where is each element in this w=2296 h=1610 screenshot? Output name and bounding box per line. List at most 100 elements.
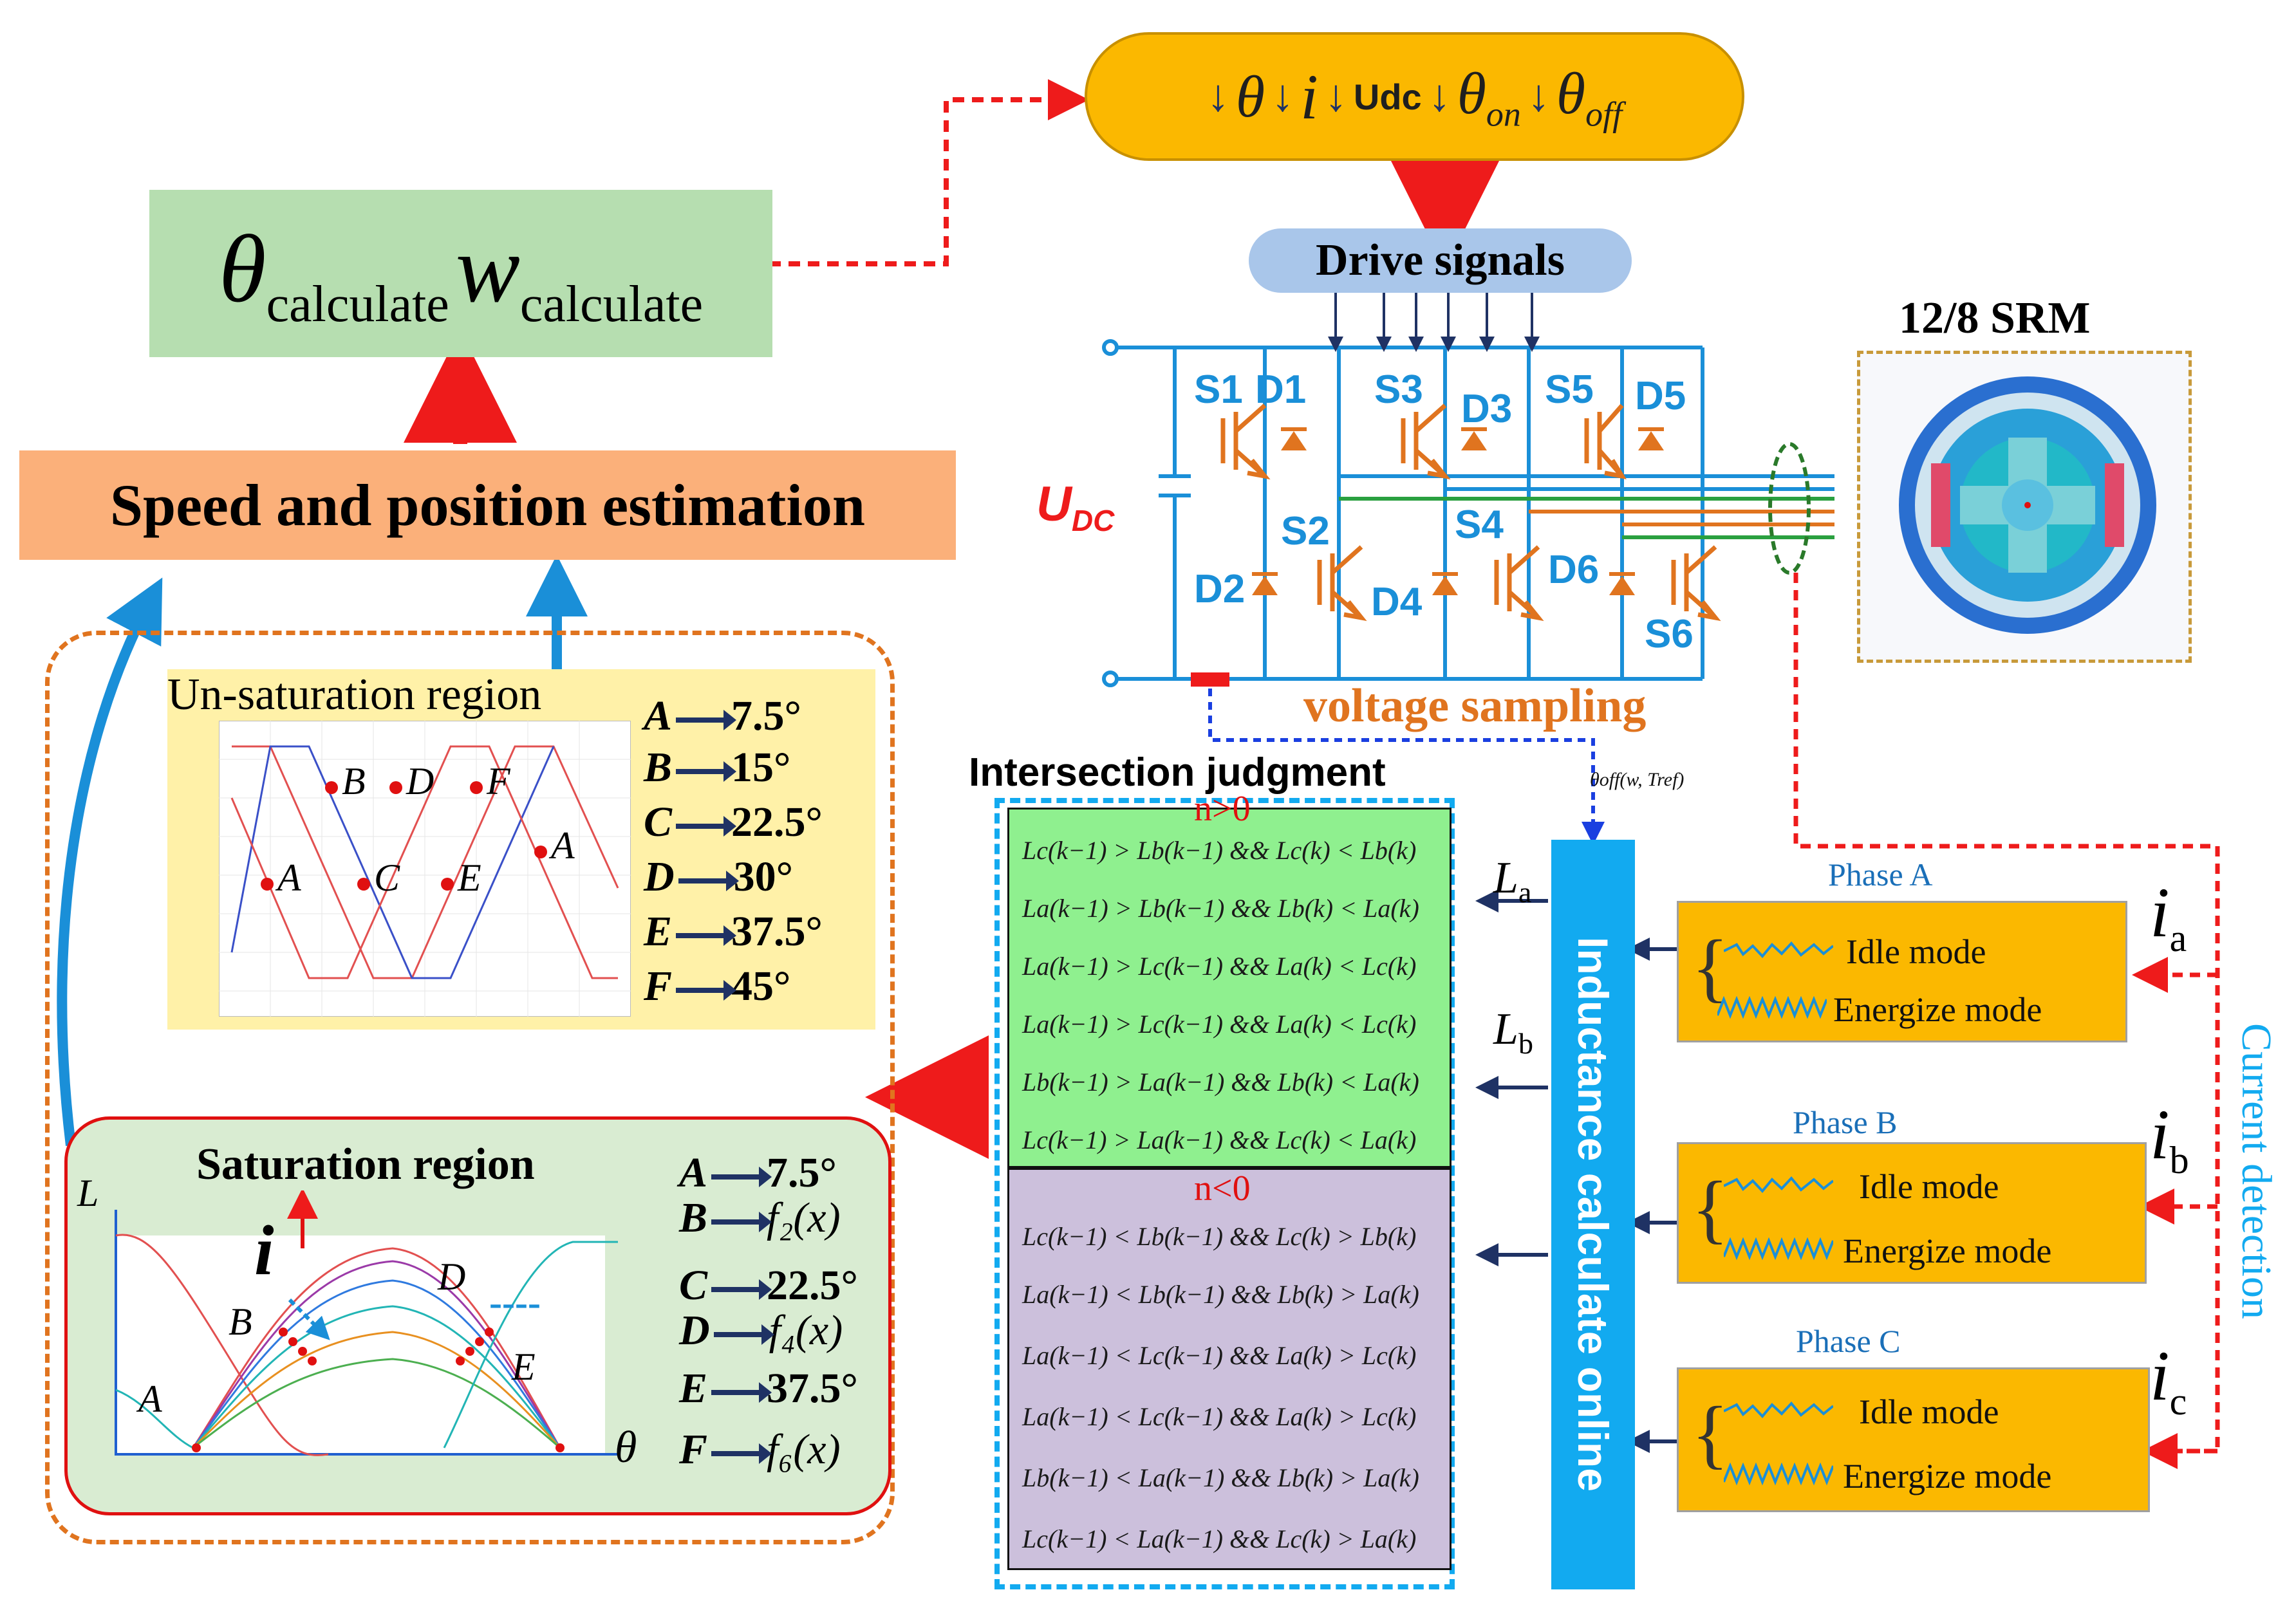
unsat-curve-red2 [230, 745, 618, 979]
rule-neg-4: La(k−1) < Lc(k−1) && La(k) > Lc(k) [1022, 1402, 1417, 1431]
phase-c-box: { Idle mode Energize mode [1677, 1367, 2150, 1512]
down-arrow-icon: ↓ [1324, 71, 1347, 121]
label-s1: S1 [1194, 367, 1243, 412]
phase-b-energize: Energize mode [1843, 1232, 2052, 1270]
point-f: F [470, 759, 510, 804]
down-arrow-icon: ↓ [1271, 71, 1294, 121]
energize-wave-icon [1724, 1463, 1833, 1486]
ia-label: ia [2150, 873, 2187, 959]
label-d3: D3 [1461, 387, 1513, 431]
rule-neg-3: La(k−1) < Lc(k−1) && La(k) > Lc(k) [1022, 1341, 1417, 1370]
down-arrow-icon: ↓ [1527, 71, 1550, 121]
sat-point-e: E [512, 1346, 536, 1388]
unsat-inductance-plot [219, 721, 631, 1017]
feedback-dashed-line [769, 79, 1089, 266]
igbt-set [1220, 403, 1721, 622]
region-container [45, 631, 895, 1544]
diode-set [1252, 427, 1664, 595]
inductance-label: Inductance calculate online [1569, 937, 1617, 1492]
phase-b-title: Phase B [1793, 1104, 1898, 1140]
point-e: E [441, 856, 481, 900]
rule-pos-2: La(k−1) > Lb(k−1) && Lb(k) < La(k) [1022, 894, 1419, 923]
srm-label: 12/8 SRM [1899, 293, 2091, 343]
label-s3: S3 [1374, 367, 1423, 412]
theta-on-symbol: θon [1457, 60, 1521, 134]
la-label: La [1493, 853, 1532, 909]
phase-a-idle: Idle mode [1846, 932, 1986, 971]
brace-icon: { [1692, 924, 1729, 1010]
rule-neg-6: Lc(k−1) < La(k−1) && Lc(k) > La(k) [1022, 1524, 1417, 1553]
n-positive-label: n>0 [1194, 789, 1251, 829]
current-symbol: i [1300, 60, 1318, 133]
label-s5: S5 [1545, 367, 1594, 412]
point-a: A [261, 856, 301, 900]
sat-point-d: D [438, 1255, 466, 1298]
drive-signal-arrows [1328, 293, 1540, 352]
theta-calculate: θcalculate [218, 215, 449, 333]
intersection-title: Intersection judgment [969, 750, 1386, 795]
ic-label: ic [2150, 1337, 2187, 1423]
label-s6: S6 [1645, 612, 1694, 656]
sat-point-b: B [229, 1300, 252, 1343]
sampling-marker [1191, 672, 1229, 687]
label-d1: D1 [1255, 367, 1307, 412]
phase-b-idle: Idle mode [1859, 1167, 1999, 1206]
estimation-box: Speed and position estimation [19, 450, 956, 560]
unsat-curve-blue [230, 745, 555, 979]
srm-motor-icon [1899, 376, 2156, 634]
label-d6: D6 [1548, 548, 1600, 592]
phase-b-box: { Idle mode Energize mode [1677, 1142, 2147, 1284]
label-d4: D4 [1371, 580, 1423, 624]
sat-axis-l: L [77, 1172, 99, 1214]
unsaturation-panel: Un-saturation region B D F A C E A [167, 669, 875, 1030]
phase-a-box: { Idle mode Energize mode [1677, 901, 2127, 1042]
output-box: θcalculate wcalculate [149, 190, 772, 357]
theta-off-symbol: θoff [1556, 60, 1623, 134]
udc-symbol: Udc [1353, 76, 1422, 117]
point-c: C [357, 856, 400, 900]
intersection-frame [994, 798, 1455, 1589]
sat-current-i: i [254, 1211, 274, 1290]
point-a2: A [534, 824, 575, 868]
point-d: D [389, 759, 434, 804]
theta-symbol: θ [1235, 64, 1265, 129]
lb-label: Lb [1493, 1004, 1533, 1060]
rule-pos-1: Lc(k−1) > Lb(k−1) && Lc(k) < Lb(k) [1022, 836, 1417, 865]
w-calculate: wcalculate [455, 215, 704, 333]
sat-axis-theta: θ [615, 1423, 637, 1472]
phase-c-title: Phase C [1796, 1323, 1901, 1359]
phase-c-energize: Energize mode [1843, 1457, 2052, 1495]
toff-label: θoff(w, Tref) [1590, 769, 1685, 790]
drive-signals-label: Drive signals [1249, 228, 1632, 293]
label-s2: S2 [1281, 509, 1330, 553]
idle-wave-icon [1724, 1401, 1833, 1419]
sat-to-estimation-arrow [57, 577, 163, 1146]
phase-c-idle: Idle mode [1859, 1393, 1999, 1431]
udc-label: UDC [1036, 477, 1115, 538]
point-b: B [325, 759, 366, 804]
rule-neg-5: Lb(k−1) < La(k−1) && Lb(k) > La(k) [1022, 1463, 1419, 1492]
rule-pos-3: La(k−1) > Lc(k−1) && La(k) < Lc(k) [1022, 952, 1417, 981]
input-variable-bar: ↓ θ ↓ i ↓ Udc ↓ θon ↓ θoff [1085, 32, 1744, 161]
sat-point-a: A [138, 1378, 162, 1420]
rule-neg-1: Lc(k−1) < Lb(k−1) && Lc(k) > Lb(k) [1022, 1222, 1417, 1251]
label-s4: S4 [1455, 503, 1504, 547]
current-detection-label: Current detection [2233, 1022, 2280, 1320]
down-arrow-icon: ↓ [1206, 71, 1229, 121]
sat-inductance-plot [115, 1190, 618, 1456]
n-negative-label: n<0 [1194, 1169, 1251, 1208]
brace-icon: { [1692, 1391, 1729, 1476]
label-d2: D2 [1194, 567, 1246, 611]
rules-positive-panel: Lc(k−1) > Lb(k−1) && Lc(k) < Lb(k) La(k−… [1007, 808, 1451, 1168]
sat-title: Saturation region [196, 1140, 535, 1189]
